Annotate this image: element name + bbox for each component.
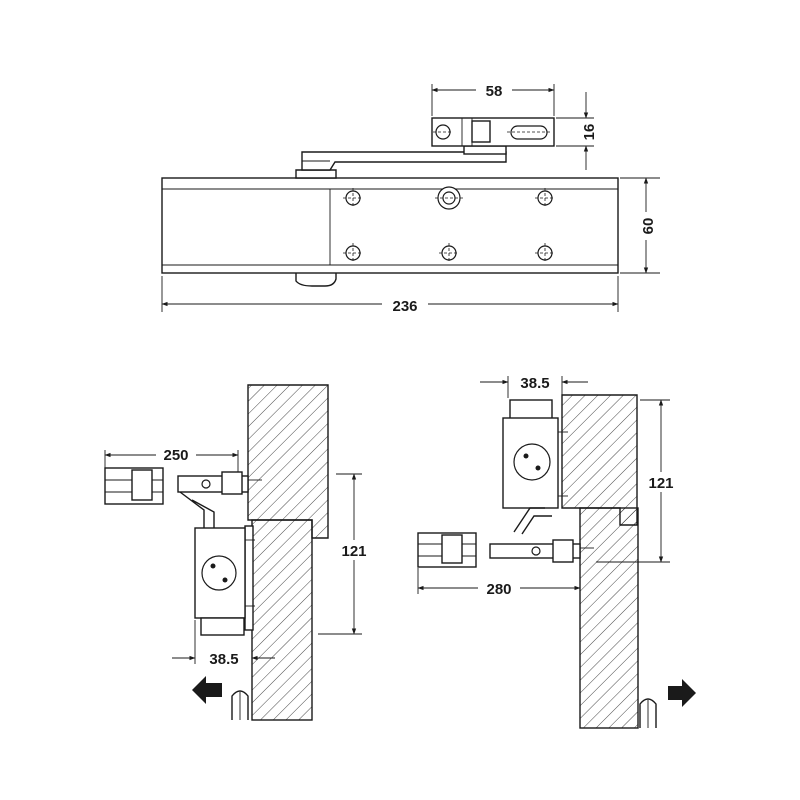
adjustment-valve — [435, 186, 463, 210]
door-frame-section — [247, 384, 329, 539]
dimension-offset-38-5-left: 38.5 — [172, 620, 275, 668]
swing-direction-right-arrow — [668, 679, 696, 707]
dimension-offset-38-5-right: 38.5 — [480, 375, 588, 398]
dim-label-38-5: 38.5 — [520, 375, 549, 392]
dim-label-58: 58 — [486, 83, 503, 100]
closer-body — [161, 177, 619, 287]
dimension-body-height: 60 — [620, 177, 660, 274]
arm-assembly — [295, 117, 555, 179]
dimension-arm-width: 58 — [431, 80, 555, 116]
right-installation-view: 38.5 121 280 — [417, 375, 696, 729]
left-installation-view: 250 121 38.5 — [104, 384, 374, 721]
hole — [343, 188, 363, 208]
door-leaf-section — [244, 519, 313, 721]
dim-label-236: 236 — [392, 298, 417, 315]
door-leaf-section — [579, 507, 639, 729]
top-view: 58 16 60 236 — [161, 80, 660, 315]
hole — [535, 188, 555, 208]
dimension-height-121-right: 121 — [596, 399, 681, 563]
mounting-holes — [343, 186, 555, 263]
dim-label-38-5: 38.5 — [209, 651, 238, 668]
closer-body-side — [194, 527, 255, 636]
dimension-height-121-left: 121 — [318, 473, 374, 635]
dim-label-121: 121 — [648, 475, 673, 492]
hole — [439, 243, 459, 263]
dim-label-60: 60 — [640, 218, 657, 235]
dimension-projection-250: 250 — [104, 444, 239, 472]
closer-body-side — [502, 399, 568, 509]
dim-label-16: 16 — [581, 124, 598, 141]
floor-post — [639, 698, 657, 728]
hole — [343, 243, 363, 263]
floor-post — [231, 690, 249, 720]
hole — [535, 243, 555, 263]
door-frame-section — [561, 394, 638, 526]
dim-label-121: 121 — [341, 543, 366, 560]
dimension-arm-height: 16 — [556, 92, 598, 170]
dim-label-250: 250 — [163, 447, 188, 464]
swing-direction-left-arrow — [192, 676, 222, 704]
arm-and-shoe — [417, 507, 594, 568]
dim-label-280: 280 — [486, 581, 511, 598]
dimension-projection-280: 280 — [417, 562, 581, 598]
dimension-body-length: 236 — [161, 276, 619, 315]
arm-and-shoe — [104, 467, 262, 528]
